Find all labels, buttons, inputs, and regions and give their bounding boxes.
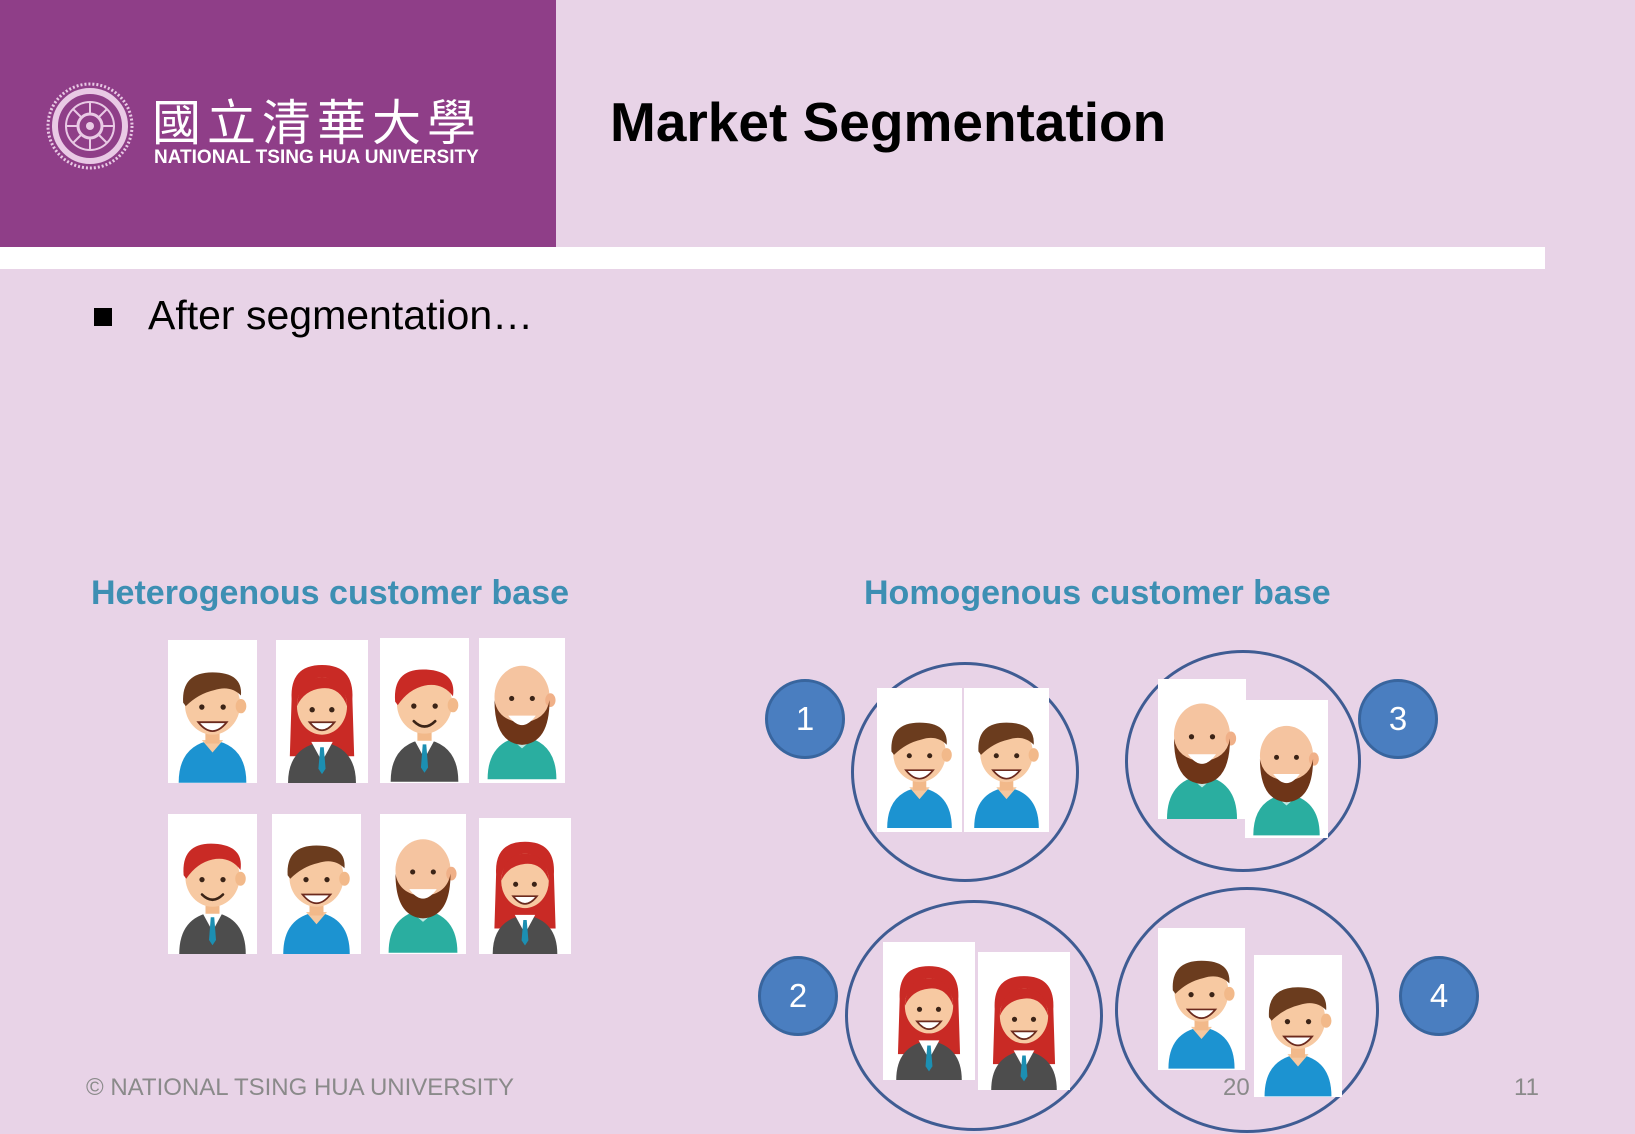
customer-redhead-man-icon <box>380 638 469 783</box>
customer-bearded-man-icon <box>479 638 565 783</box>
university-name-chinese: 國立清華大學 <box>152 95 483 152</box>
customer-brown-hair-icon <box>272 814 361 954</box>
university-seal-icon <box>46 82 134 170</box>
homogenous-caption: Homogenous customer base <box>864 574 1331 612</box>
footer-copyright: © NATIONAL TSING HUA UNIVERSITY <box>86 1074 514 1101</box>
bullet-square <box>94 308 112 326</box>
segment-2-ring <box>845 900 1103 1131</box>
segment-3-customer-icon <box>1245 700 1328 838</box>
segment-2-customer-icon <box>883 942 975 1080</box>
segment-4-customer-icon <box>1254 955 1342 1097</box>
customer-red-hair-woman-icon <box>276 640 368 783</box>
customer-redhead-man-icon <box>168 814 257 954</box>
segment-2-customer-icon <box>978 952 1070 1090</box>
segment-1-customer-icon <box>877 688 962 832</box>
segment-4-badge: 4 <box>1399 956 1479 1036</box>
footer-number: 20 <box>1223 1074 1250 1101</box>
segment-4-customer-icon <box>1158 928 1245 1070</box>
segment-3-customer-icon <box>1158 679 1246 819</box>
heterogenous-caption: Heterogenous customer base <box>91 574 570 612</box>
page-number: 11 <box>1514 1074 1539 1101</box>
segment-1-ring <box>851 662 1079 882</box>
segment-1-badge: 1 <box>765 679 845 759</box>
segment-4-ring <box>1115 887 1379 1133</box>
customer-bearded-man-icon <box>380 814 466 954</box>
segment-1-customer-icon <box>964 688 1049 832</box>
customer-red-hair-woman-icon <box>479 818 571 954</box>
customer-brown-hair-icon <box>168 640 257 783</box>
segment-3-badge: 3 <box>1358 679 1438 759</box>
university-name-english: NATIONAL TSING HUA UNIVERSITY <box>154 147 479 168</box>
segment-2-badge: 2 <box>758 956 838 1036</box>
header-divider <box>0 247 1545 269</box>
slide-title: Market Segmentation <box>610 91 1167 153</box>
segment-3-ring <box>1125 650 1361 872</box>
bullet-text: After segmentation… <box>148 292 534 338</box>
